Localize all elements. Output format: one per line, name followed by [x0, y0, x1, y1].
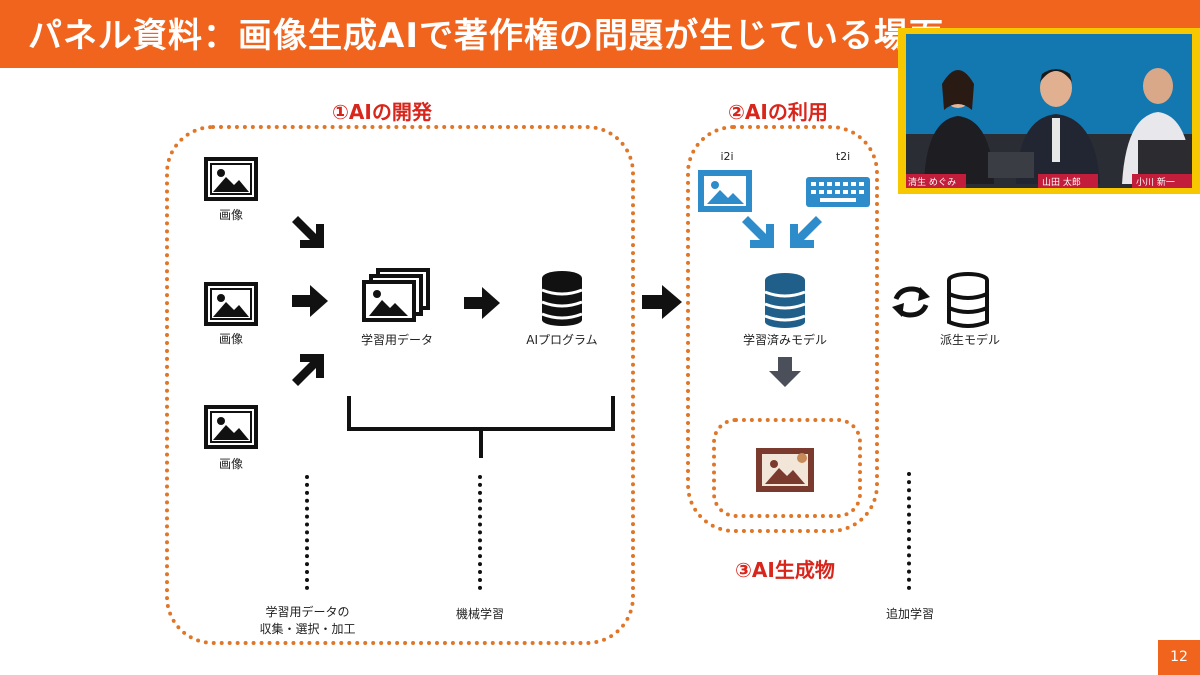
- section-ai-use: ②AIの利用: [728, 100, 828, 124]
- image-blue-icon: [698, 170, 752, 212]
- generated-image-icon: [756, 448, 814, 492]
- i2i-label: i2i: [720, 150, 734, 163]
- derived-model-caption: 派生モデル: [939, 333, 1000, 347]
- output-area-box: [712, 418, 862, 518]
- image-icon: [204, 282, 258, 326]
- additional-learning-caption: 追加学習: [885, 607, 934, 621]
- webcam-video: 清生 めぐみ 山田 太郎 小川 新一: [906, 34, 1192, 188]
- arrow-up-right-icon: [292, 354, 324, 386]
- arrow-down-left-blue-icon: [790, 216, 822, 248]
- arrow-down-icon: [769, 357, 801, 387]
- arrow-down-right-icon: [292, 216, 324, 248]
- dotted-divider: [907, 472, 911, 590]
- arrow-down-right-blue-icon: [742, 216, 774, 248]
- arrow-right-icon: [642, 285, 682, 319]
- collection-caption-line1: 学習用データの: [265, 605, 350, 619]
- image-caption: 画像: [218, 457, 243, 471]
- webcam-name-2: 山田 太郎: [1042, 178, 1081, 188]
- image-icon: [204, 405, 258, 449]
- use-area-box: [686, 125, 879, 533]
- machine-learning-bracket: [347, 396, 615, 458]
- image-caption: 画像: [218, 332, 243, 346]
- t2i-label: t2i: [835, 150, 851, 163]
- webcam-name-3: 小川 新一: [1136, 178, 1175, 188]
- section-ai-output: ③AI生成物: [735, 558, 835, 582]
- trained-model-caption: 学習済みモデル: [742, 333, 827, 347]
- image-caption: 画像: [218, 208, 243, 222]
- image-icon: [204, 157, 258, 201]
- arrow-right-icon: [464, 287, 500, 319]
- webcam-name-1: 清生 めぐみ: [908, 178, 957, 188]
- trained-model-database-icon: [764, 273, 806, 328]
- ai-program-caption: AIプログラム: [526, 333, 598, 347]
- machine-learning-caption: 機械学習: [455, 607, 504, 621]
- keyboard-icon: [806, 177, 870, 207]
- slide-title: パネル資料：画像生成AIで著作権の問題が生じている場面: [28, 16, 944, 56]
- dotted-divider: [305, 475, 309, 590]
- dotted-divider: [478, 475, 482, 590]
- page-number: 12: [1158, 640, 1200, 675]
- refresh-icon: [892, 286, 930, 318]
- collection-caption-line2: 収集・選択・加工: [259, 622, 356, 636]
- training-data-caption: 学習用データ: [360, 333, 433, 347]
- section-ai-development: ①AIの開発: [332, 100, 432, 124]
- dataset-images-icon: [362, 268, 430, 322]
- arrow-right-icon: [292, 285, 328, 317]
- dev-area-box: [165, 125, 635, 645]
- database-icon: [541, 271, 583, 326]
- derived-model-database-icon: [947, 272, 989, 328]
